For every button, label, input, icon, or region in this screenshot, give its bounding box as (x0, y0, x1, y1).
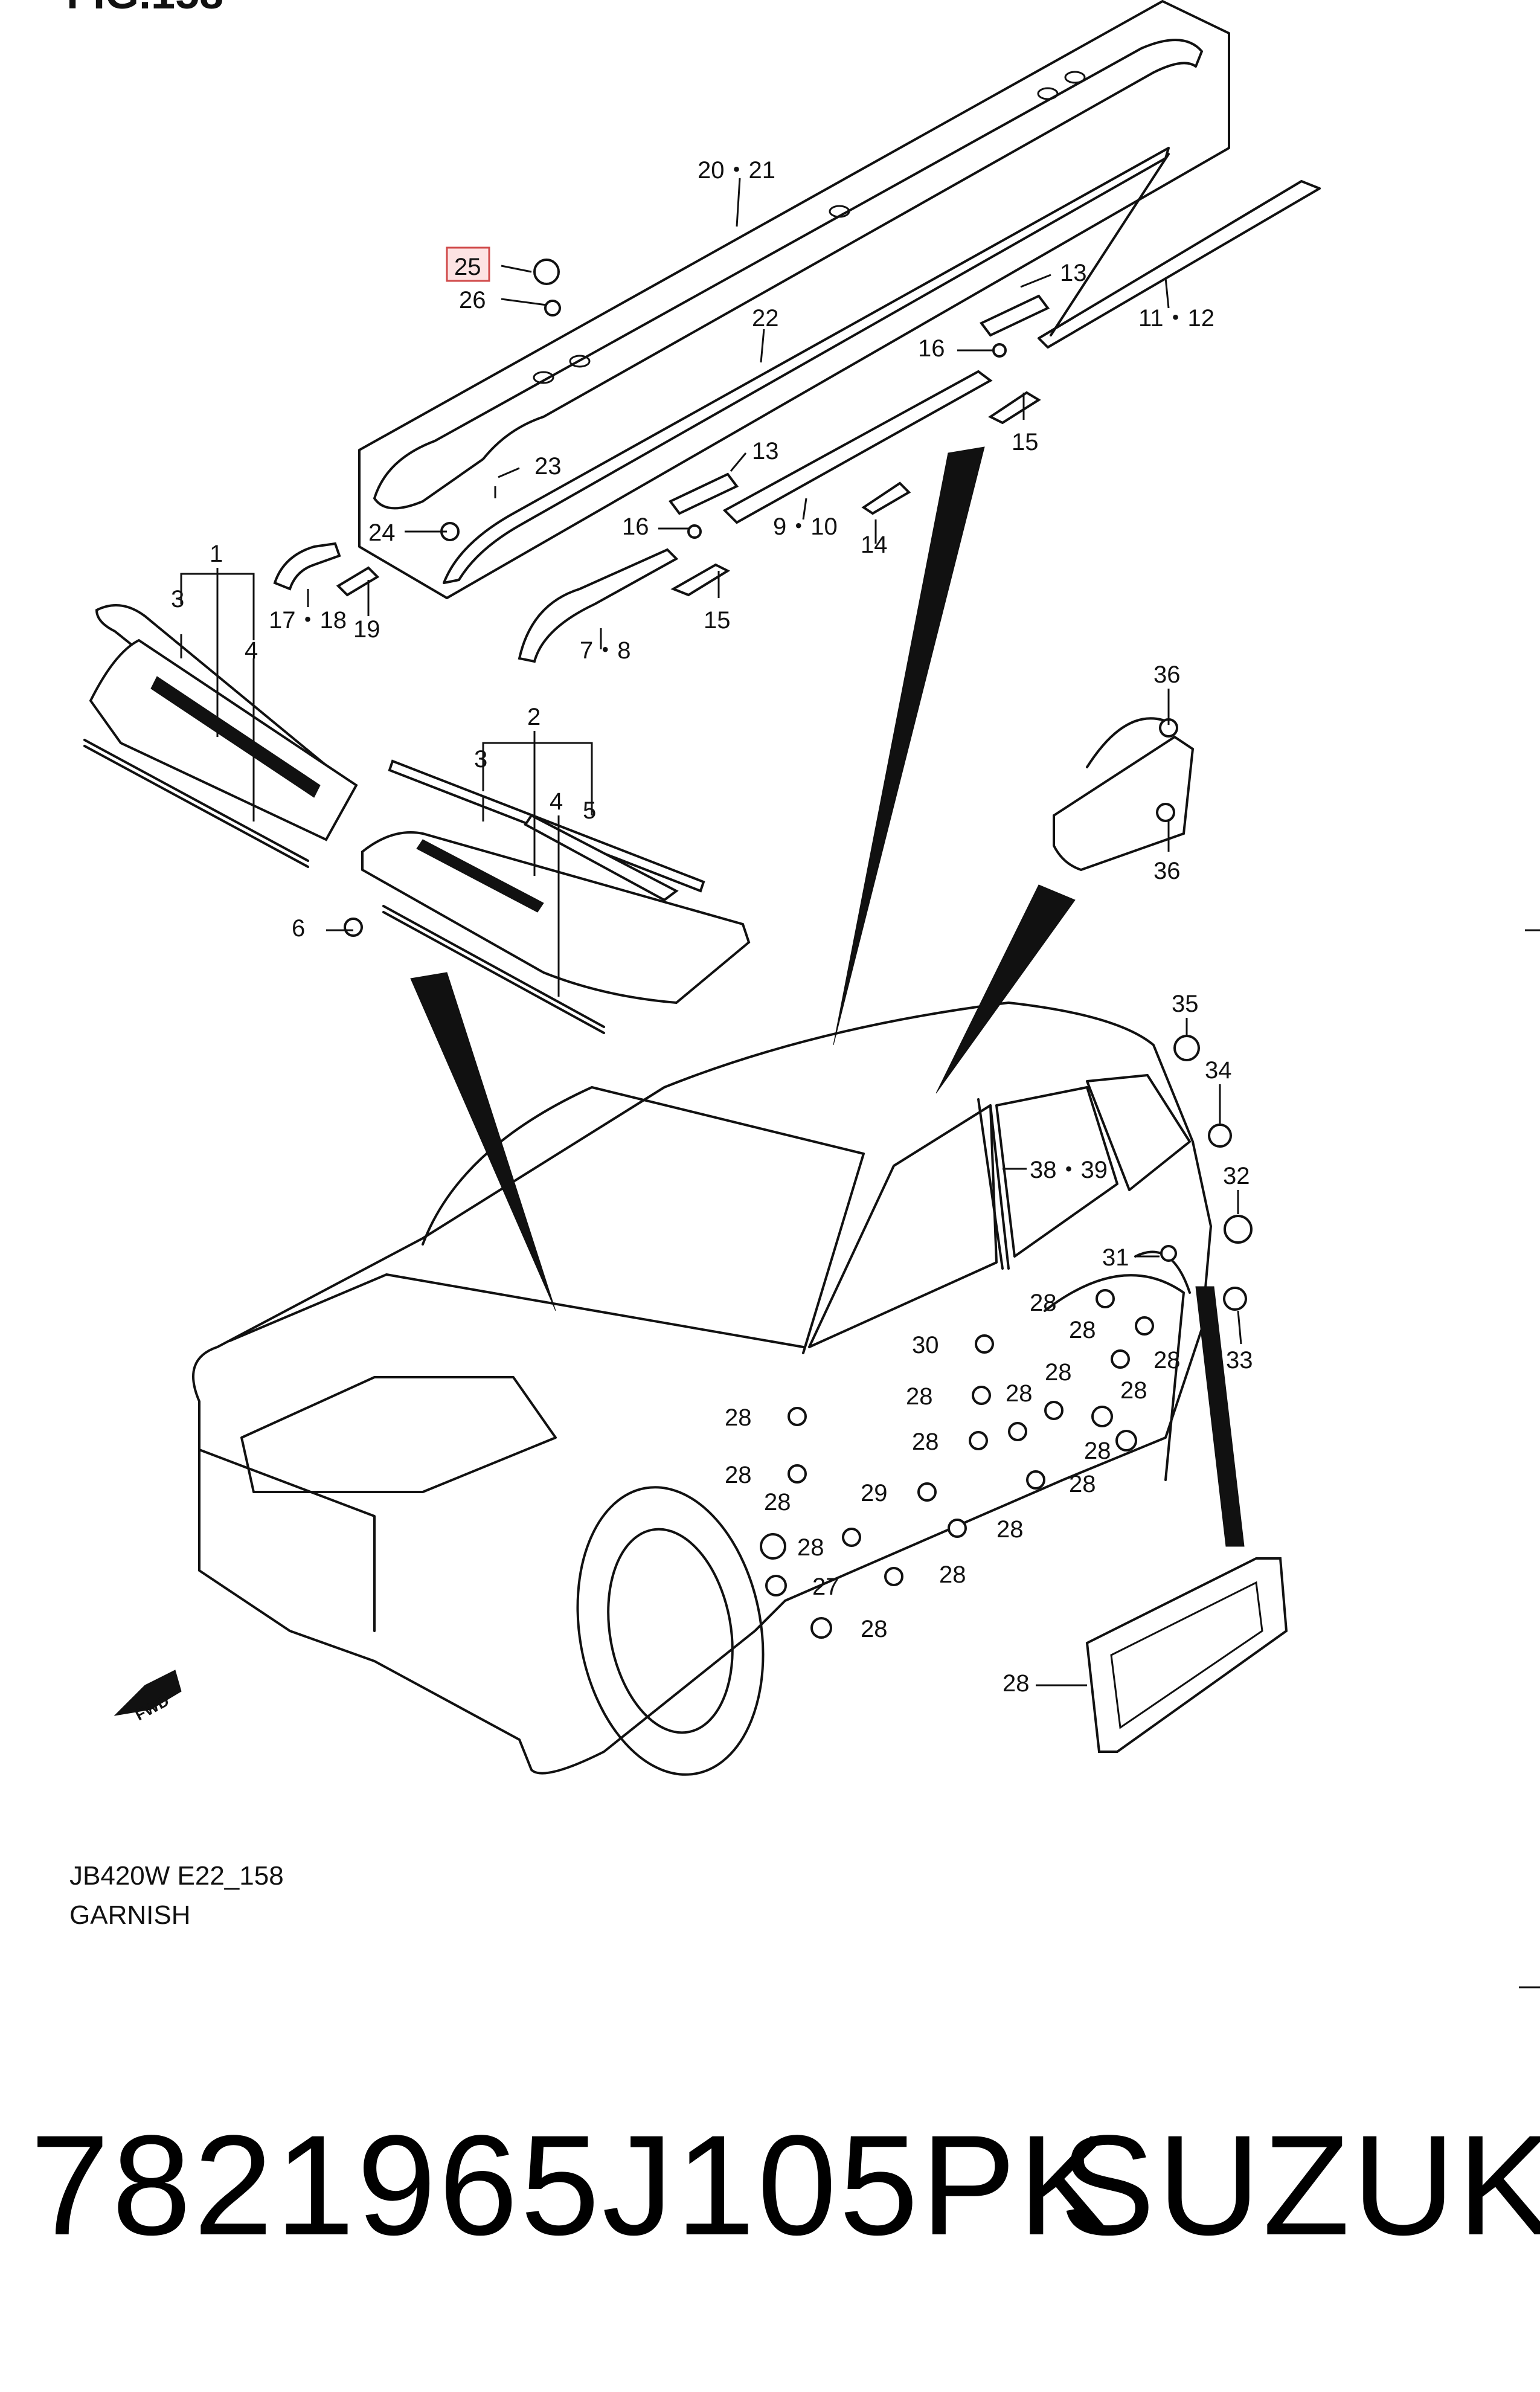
diagram-code: JB420W E22_158 (69, 1861, 284, 1891)
callout-label: 3 (171, 586, 184, 612)
callout-label: 28 (1030, 1290, 1057, 1316)
callout-label: 31 (1102, 1244, 1129, 1271)
vehicle-outline (114, 446, 1288, 1776)
callout-label: 28 (1153, 1347, 1181, 1374)
roof-rail-group (273, 0, 1321, 663)
callout-label: 15 (704, 607, 731, 634)
callout-label: 4 (550, 788, 563, 815)
fig-header: FIG.158 (66, 0, 223, 18)
part-number: 7821965J105PK (30, 2106, 1116, 2265)
diagram-drawing: FIG.158 (66, 0, 1540, 1989)
callout-label: 28 (725, 1462, 752, 1488)
callout-label: 13 (1060, 260, 1087, 286)
callout-label: 28 (1120, 1377, 1147, 1404)
callout-label: 29 (861, 1480, 888, 1506)
callout-label: 28 (1084, 1438, 1111, 1464)
callout-label: 16 (622, 513, 649, 540)
callout-label: 36 (1153, 661, 1181, 688)
callout-label: 20・21 (698, 157, 775, 184)
callout-label: 28 (1069, 1317, 1096, 1343)
callout-label: 38・39 (1030, 1157, 1108, 1183)
callout-label: 11・12 (1138, 305, 1214, 332)
callout-label: 22 (752, 305, 779, 332)
callout-label: 9・10 (773, 513, 838, 540)
callout-label: 33 (1226, 1347, 1253, 1374)
callout-label: 16 (918, 335, 945, 362)
callout-label: 28 (939, 1561, 966, 1588)
callout-label: 28 (797, 1534, 824, 1561)
callout-label: 1 (210, 541, 223, 567)
callout-label: 5 (583, 797, 596, 824)
footer-caption (0, 1993, 1540, 2392)
callout-label: 32 (1223, 1163, 1250, 1189)
callout-label: 28 (1003, 1670, 1030, 1697)
callout-label: 28 (1069, 1471, 1096, 1497)
callout-label: 13 (752, 438, 779, 465)
callout-label: 30 (912, 1332, 939, 1358)
callout-label: 28 (725, 1404, 752, 1431)
callout-label: 6 (292, 915, 305, 942)
callout-label: 23 (534, 453, 562, 480)
callout-label: 15 (1012, 429, 1039, 455)
cowl-group (83, 604, 751, 1034)
callout-label: 3 (474, 746, 487, 773)
callout-label: 19 (353, 616, 380, 643)
callout-label: 4 (245, 637, 258, 664)
callout-label: 17・18 (269, 607, 347, 634)
callout-label: 28 (764, 1489, 791, 1516)
clips (760, 1035, 1253, 1639)
callout-label: 28 (906, 1383, 933, 1410)
brand-name: SUZUKI (1060, 2106, 1540, 2265)
callout-label: 14 (861, 532, 888, 558)
fuel-lid-group (1053, 717, 1195, 872)
callout-highlight (446, 246, 490, 282)
callout-label: 34 (1205, 1057, 1232, 1084)
diagram-name: GARNISH (69, 1900, 190, 1930)
callout-label: 7・8 (580, 637, 631, 664)
callout-labels: 20・21 25 26 22 13 11・12 16 15 23 13 24 1… (171, 157, 1253, 1697)
callout-label: 25 (454, 254, 481, 280)
callout-label: 27 (812, 1574, 839, 1600)
callout-label: 28 (861, 1616, 888, 1642)
callout-label: 28 (1045, 1359, 1072, 1386)
callout-label: 28 (996, 1516, 1024, 1543)
leader-lines (180, 178, 1242, 1686)
callout-label: 26 (459, 287, 486, 313)
callout-label: 35 (1172, 991, 1199, 1017)
callout-label: 36 (1153, 858, 1181, 884)
callout-label: 28 (912, 1429, 939, 1455)
callout-label: 2 (527, 704, 541, 730)
callout-label: 28 (1006, 1380, 1033, 1407)
parts-diagram: FIG.158 (66, 0, 1540, 1989)
callout-label: 24 (368, 519, 396, 546)
